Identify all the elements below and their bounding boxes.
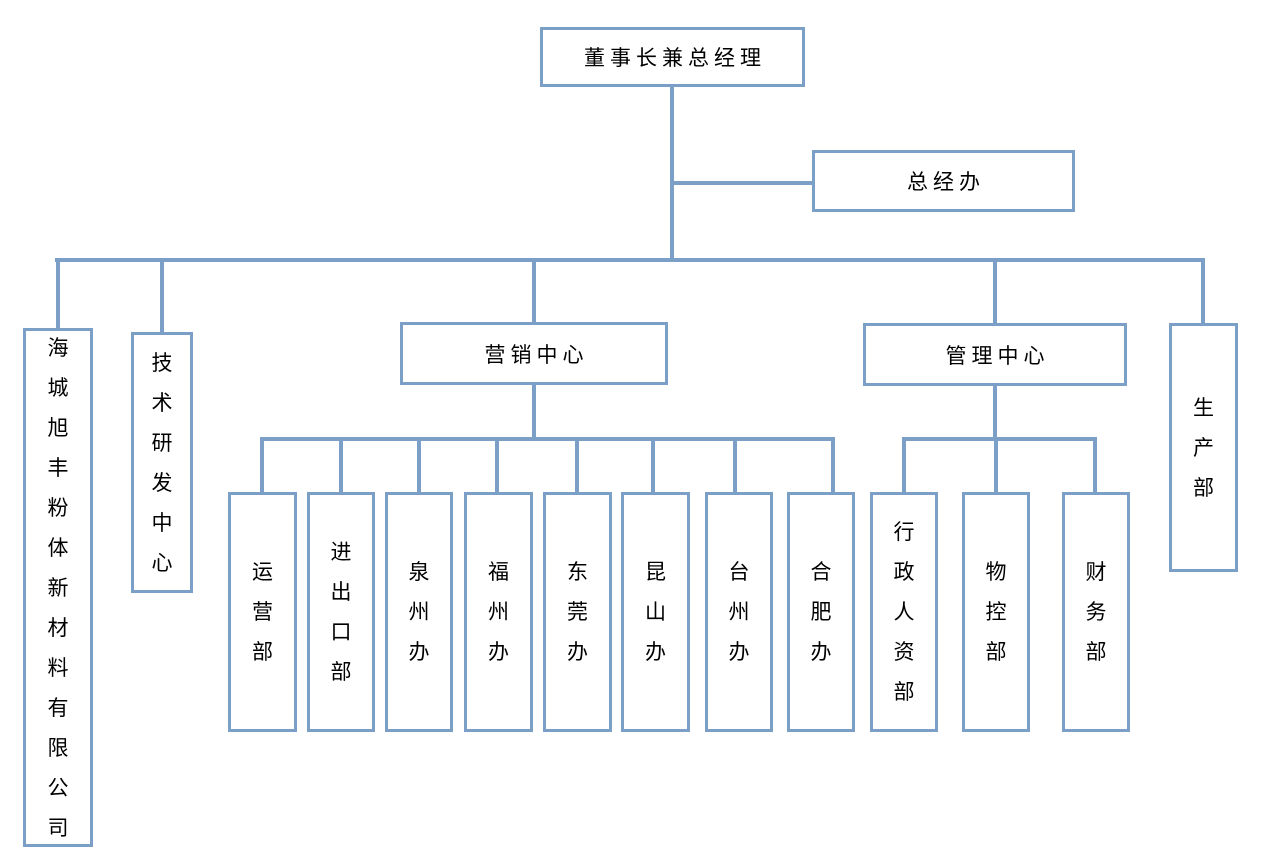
node-marketing-center: 营销中心 — [400, 322, 668, 385]
node-hefei-office: 合肥办 — [787, 492, 855, 732]
node-rd-center: 技术研发中心 — [131, 332, 193, 593]
node-label: 生产部 — [1193, 395, 1214, 500]
connector-drop-dongguan-office — [575, 437, 579, 492]
node-label: 东莞办 — [567, 560, 588, 664]
node-label: 进出口部 — [330, 540, 352, 684]
node-kunshan-office: 昆山办 — [621, 492, 690, 732]
connector-drop-fuzhou-office — [495, 437, 499, 492]
connector-marketing-stem — [532, 385, 536, 437]
node-label: 海城旭丰粉体新材料有限公司 — [47, 335, 69, 840]
connector-management-bar — [902, 437, 1097, 441]
connector-drop-rd-center — [160, 258, 164, 332]
node-label: 营销中心 — [484, 342, 589, 367]
connector-drop-company — [56, 258, 60, 328]
node-label: 福州办 — [488, 560, 509, 664]
connector-drop-operations-dept — [260, 437, 264, 492]
node-dongguan-office: 东莞办 — [543, 492, 612, 732]
connector-drop-marketing-center — [532, 258, 536, 322]
node-management-center: 管理中心 — [863, 323, 1127, 386]
node-label: 总经办 — [907, 170, 985, 194]
node-label: 行政人资部 — [893, 520, 915, 704]
node-production-dept: 生产部 — [1169, 323, 1238, 572]
connector-gm-office — [670, 181, 812, 185]
connector-drop-taizhou-office — [733, 437, 737, 492]
node-admin-hr-dept: 行政人资部 — [870, 492, 938, 732]
node-label: 合肥办 — [810, 560, 832, 664]
connector-management-stem — [993, 386, 997, 437]
node-label: 台州办 — [728, 560, 750, 664]
node-label: 泉州办 — [408, 560, 430, 664]
node-label: 昆山办 — [645, 560, 666, 664]
node-chairman-general-manager: 董事长兼总经理 — [540, 27, 805, 87]
connector-drop-quanzhou-office — [417, 437, 421, 492]
connector-root-trunk — [670, 87, 674, 262]
node-fuzhou-office: 福州办 — [464, 492, 533, 732]
node-material-control-dept: 物控部 — [962, 492, 1030, 732]
node-company: 海城旭丰粉体新材料有限公司 — [23, 328, 93, 847]
connector-marketing-bar — [260, 437, 835, 441]
node-quanzhou-office: 泉州办 — [385, 492, 453, 732]
node-taizhou-office: 台州办 — [705, 492, 773, 732]
connector-level2-bar — [55, 258, 1205, 262]
node-finance-dept: 财务部 — [1062, 492, 1130, 732]
node-label: 董事长兼总经理 — [584, 46, 766, 70]
node-gm-office: 总经办 — [812, 150, 1075, 212]
node-label: 物控部 — [985, 560, 1007, 664]
connector-drop-production-dept — [1201, 258, 1205, 323]
node-label: 技术研发中心 — [151, 350, 173, 575]
node-label: 运营部 — [252, 560, 273, 664]
connector-drop-import-export-dept — [339, 437, 343, 492]
connector-drop-finance-dept — [1093, 437, 1097, 492]
node-label: 财务部 — [1085, 560, 1107, 664]
connector-drop-hefei-office — [831, 437, 835, 492]
node-label: 管理中心 — [945, 343, 1050, 368]
connector-drop-material-control-dept — [994, 437, 998, 492]
node-import-export-dept: 进出口部 — [307, 492, 375, 732]
connector-drop-management-center — [993, 258, 997, 323]
connector-drop-admin-hr-dept — [902, 437, 906, 492]
connector-drop-kunshan-office — [651, 437, 655, 492]
node-operations-dept: 运营部 — [228, 492, 297, 732]
